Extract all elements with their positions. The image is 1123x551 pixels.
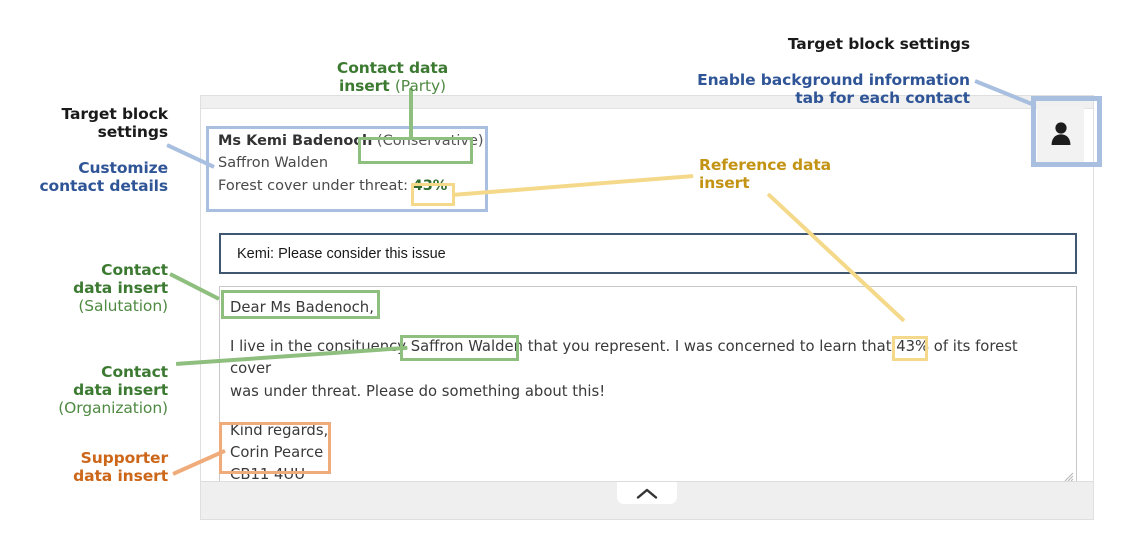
subject-input[interactable]: Kemi: Please consider this issue <box>219 233 1077 274</box>
annotation-contact-data-insert-salutation-bold: Contact data insert <box>73 260 168 297</box>
body-spacer-1 <box>230 319 1062 336</box>
annotation-enable-background-info: Enable background information tab for ea… <box>697 70 970 107</box>
leader-party-insert <box>409 88 413 140</box>
annotation-contact-data-organization: Contact data insert (Organization) <box>0 346 168 418</box>
card-top-strip <box>201 96 1093 109</box>
subject-value: Kemi: Please consider this issue <box>237 245 446 262</box>
contact-name-row: Ms Kemi Badenoch (Conservative) <box>218 130 488 152</box>
contact-reference-value: 43% <box>412 177 448 194</box>
annotation-contact-data-insert-party-bold: Contact data insert <box>336 58 449 95</box>
contact-organization: Saffron Walden <box>218 155 329 172</box>
annotation-contact-data-salutation: Contact data insert (Salutation) <box>0 244 168 316</box>
annotation-target-block-settings-1: Target block settings <box>61 104 169 141</box>
contact-details-block[interactable]: Ms Kemi Badenoch (Conservative) Saffron … <box>218 130 488 197</box>
body-spacer-2 <box>230 403 1062 420</box>
chevron-up-icon <box>635 487 659 500</box>
annotation-target-block-customize: Target block settings Customize contact … <box>0 88 168 214</box>
annotation-target-block-background: Target block settings Enable background … <box>590 18 970 126</box>
contact-name: Ms Kemi Badenoch <box>218 133 373 149</box>
body-text-part3: of its forest cover <box>230 338 1018 378</box>
body-percent-insert: 43% <box>896 338 930 356</box>
contact-party: (Conservative) <box>376 133 484 149</box>
annotation-contact-data-insert-salutation-sub: (Salutation) <box>78 296 168 315</box>
collapse-button[interactable] <box>617 482 677 504</box>
body-signoff: Kind regards, <box>230 421 329 439</box>
annotation-contact-data-party: Contact data insert (Party) <box>310 42 475 96</box>
body-supporter-name: Corin Pearce <box>230 443 324 461</box>
person-icon <box>1049 120 1073 150</box>
body-paragraph-line2: was under threat. Please do something ab… <box>230 382 606 400</box>
body-salutation: Dear Ms Badenoch, <box>230 299 374 316</box>
annotation-contact-data-insert-party-sub: (Party) <box>394 76 446 95</box>
body-text-part2: that you represent. I was concerned to l… <box>522 338 897 356</box>
contact-reference-row: Forest cover under threat: 43% <box>218 175 488 197</box>
body-paragraph: I live in the consituency Saffron Walden… <box>230 336 1062 380</box>
annotation-reference-data-insert: Reference data insert <box>699 156 832 192</box>
body-organization-insert: Saffron Walden <box>410 338 523 356</box>
annotation-supporter-data-insert: Supporter data insert <box>73 449 168 485</box>
card-footer <box>201 481 1093 519</box>
textarea-resize-handle[interactable] <box>1062 467 1074 482</box>
annotation-target-block-settings-2: Target block settings <box>787 34 970 53</box>
annotation-contact-data-insert-organization-bold: Contact data insert <box>73 362 168 399</box>
annotation-contact-data-insert-organization-sub: (Organization) <box>58 398 168 417</box>
contact-reference-label: Forest cover under threat: <box>218 177 408 194</box>
body-supporter-postcode: CB11 4UU <box>230 466 306 484</box>
background-information-tab[interactable] <box>1037 107 1084 163</box>
message-body-textarea[interactable]: Dear Ms Badenoch, I live in the consitue… <box>219 286 1077 483</box>
campaign-message-card: Ms Kemi Badenoch (Conservative) Saffron … <box>200 95 1094 520</box>
annotation-customize-contact-details: Customize contact details <box>39 158 168 195</box>
